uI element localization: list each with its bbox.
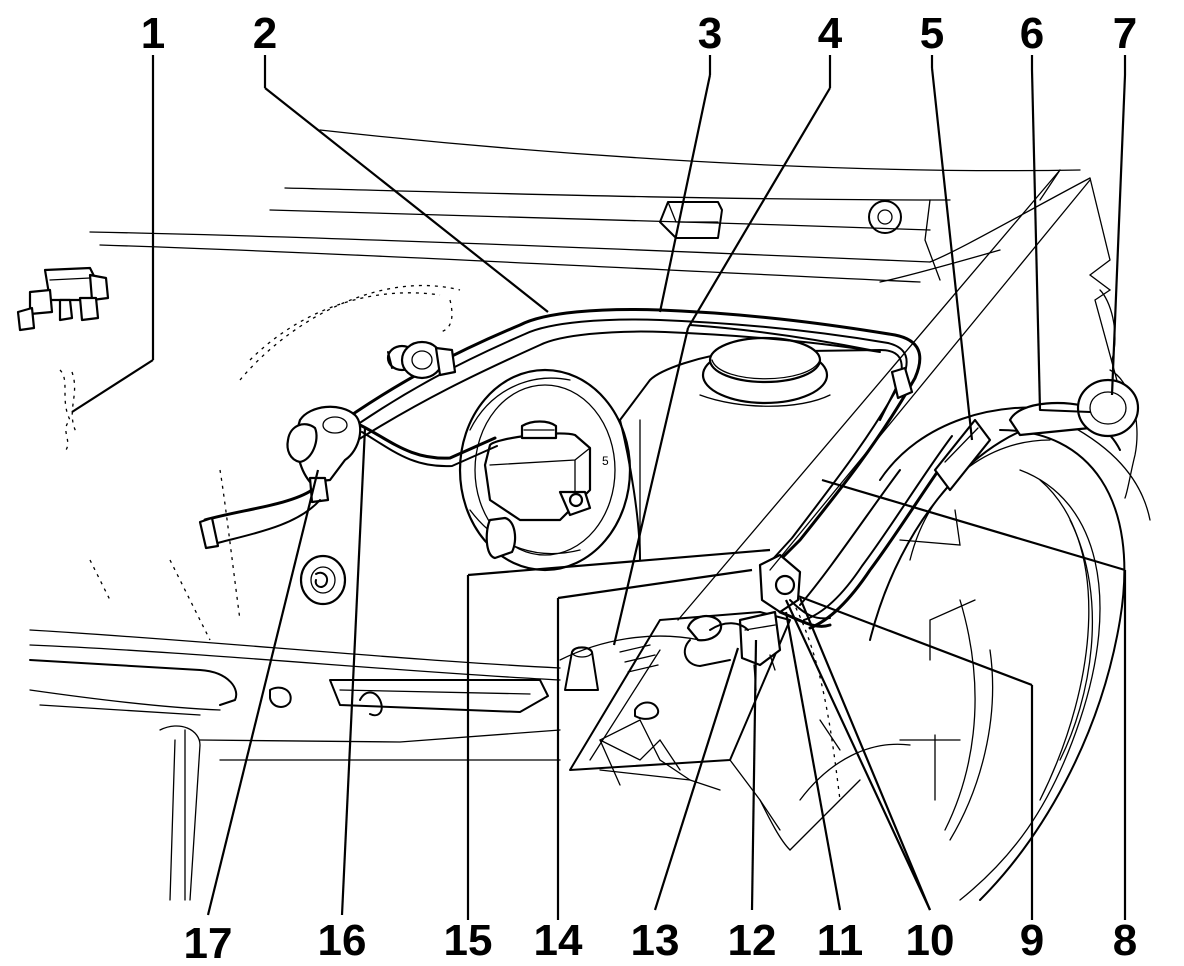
callout-12: 12 (728, 916, 777, 965)
callout-14: 14 (534, 916, 583, 965)
bulkhead-panel (89, 129, 1091, 283)
vacuum-valve-16 (386, 340, 457, 380)
leader-13 (653, 647, 740, 911)
callout-8: 8 (1113, 916, 1137, 965)
leader-11 (784, 611, 842, 911)
leader-16 (340, 427, 367, 916)
callout-9: 9 (1020, 916, 1044, 965)
callout-3: 3 (698, 9, 722, 58)
grommet-left (299, 554, 347, 606)
hidden-lines (89, 284, 841, 801)
callout-11: 11 (817, 916, 864, 965)
hose-clip-5 (933, 418, 992, 492)
callout-2: 2 (253, 9, 277, 58)
callout-4: 4 (818, 9, 843, 58)
leader-10b (785, 599, 931, 911)
callout-5: 5 (920, 9, 944, 58)
callout-1: 1 (141, 9, 165, 58)
master-cylinder-reservoir: 5 (483, 420, 609, 560)
callout-7: 7 (1113, 9, 1137, 58)
callout-10: 10 (906, 916, 955, 965)
callout-6: 6 (1020, 9, 1044, 58)
callout-13: 13 (631, 916, 680, 965)
component-1-detail (16, 266, 110, 451)
lower-body-structure (29, 611, 911, 901)
callout-numbers: 1 2 3 4 5 6 7 8 9 10 11 12 13 14 15 16 1… (141, 9, 1137, 966)
leader-lines (71, 55, 1127, 920)
hose-connector-17 (198, 405, 362, 550)
leader-17 (206, 469, 320, 916)
callout-15: 15 (444, 916, 493, 965)
hose-clamp-6-7 (1008, 378, 1140, 438)
callout-16: 16 (318, 916, 367, 965)
vacuum-hose-routing (328, 308, 962, 630)
reservoir-mark: 5 (602, 454, 609, 468)
wheel-arch (869, 177, 1151, 901)
valve-cluster (683, 553, 832, 691)
hose-bracket-right (890, 366, 914, 400)
callout-17: 17 (184, 919, 233, 966)
leader-12 (750, 639, 758, 911)
leader-10a (798, 597, 932, 911)
